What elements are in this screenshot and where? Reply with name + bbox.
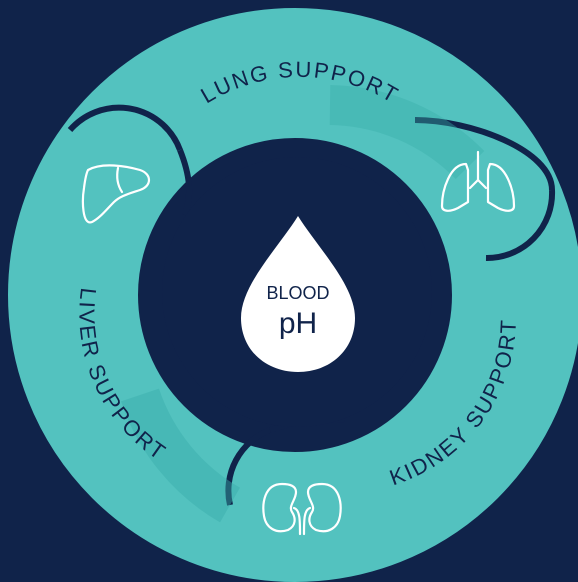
center-line1: BLOOD xyxy=(266,283,329,303)
shade-accent xyxy=(329,85,485,180)
liver-icon xyxy=(81,164,151,224)
center-line2: pH xyxy=(279,307,317,340)
kidneys-icon xyxy=(262,482,342,536)
shade-accent xyxy=(121,388,241,523)
lungs-icon xyxy=(440,150,516,212)
blood-drop-icon xyxy=(241,216,355,372)
